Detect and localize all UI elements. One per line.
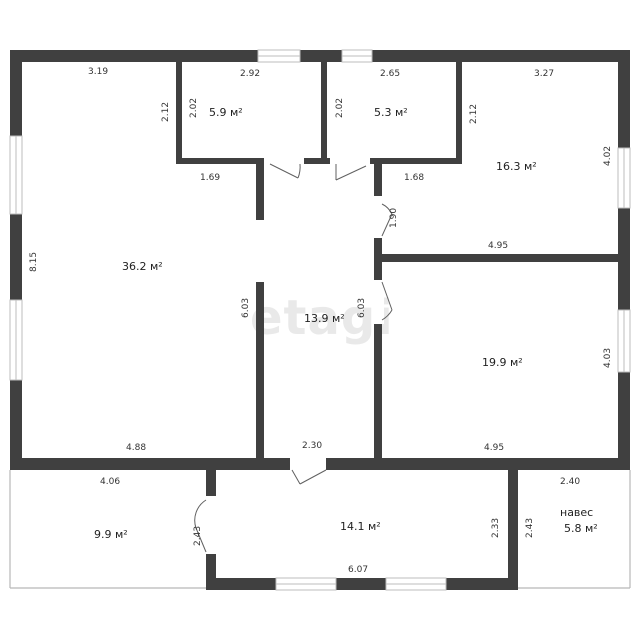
door-bath-b bbox=[335, 164, 367, 181]
window-bottom-right bbox=[385, 577, 447, 591]
dim-bedroom-e-bottom: 4.95 bbox=[484, 443, 504, 453]
dim-bedroom-ne-left: 2.12 bbox=[469, 104, 479, 124]
dim-hall-left: 6.03 bbox=[241, 298, 251, 318]
dimension-labels: 3.19 8.15 4.88 2.12 2.92 2.02 1.69 2.65 … bbox=[29, 67, 613, 575]
window-right-lower bbox=[617, 309, 631, 373]
bedroom-ne-area: 16.3 м² bbox=[496, 160, 537, 173]
window-left-lower bbox=[9, 299, 23, 381]
hall-area: 13.9 м² bbox=[304, 312, 345, 325]
dim-bedroom-e-right: 4.03 bbox=[603, 348, 613, 368]
door-bedroom-e bbox=[381, 281, 393, 321]
dim-bath-a-bottom: 1.69 bbox=[200, 173, 220, 183]
window-top-bath-a bbox=[257, 49, 301, 63]
canopy-name: навес bbox=[560, 506, 593, 519]
dim-living-side: 8.15 bbox=[29, 252, 39, 272]
door-entry bbox=[291, 469, 327, 485]
window-bottom-left bbox=[275, 577, 337, 591]
window-top-bath-b bbox=[341, 49, 373, 63]
dim-living-inner: 2.12 bbox=[161, 102, 171, 122]
dim-bath-b-side: 2.02 bbox=[335, 98, 345, 118]
room-labels: 36.2 м² 5.9 м² 5.3 м² 16.3 м² 13.9 м² 19… bbox=[94, 106, 598, 541]
door-bath-a bbox=[269, 163, 301, 179]
dim-bedroom-ne-door: 1.90 bbox=[389, 208, 399, 228]
dim-canopy-side: 2.43 bbox=[525, 518, 535, 538]
dim-hall-right: 6.03 bbox=[357, 298, 367, 318]
watermark-logo: etagi bbox=[250, 290, 394, 346]
dim-bath-a-top: 2.92 bbox=[240, 69, 260, 79]
dim-bedroom-ne-bottom: 4.95 bbox=[488, 241, 508, 251]
dim-bath-a-side: 2.02 bbox=[189, 98, 199, 118]
dim-bath-b-top: 2.65 bbox=[380, 69, 400, 79]
bathroom-b-area: 5.3 м² bbox=[374, 106, 408, 119]
windows bbox=[9, 49, 631, 591]
entry-area: 14.1 м² bbox=[340, 520, 381, 533]
dim-terrace-top: 4.06 bbox=[100, 477, 120, 487]
dim-living-top: 3.19 bbox=[88, 67, 108, 77]
door-bedroom-ne bbox=[381, 203, 393, 237]
dim-living-bottom: 4.88 bbox=[126, 443, 146, 453]
living-room-area: 36.2 м² bbox=[122, 260, 163, 273]
canopy-area: 5.8 м² bbox=[564, 522, 598, 535]
terrace-area: 9.9 м² bbox=[94, 528, 128, 541]
dim-bedroom-ne-bottomleft: 1.68 bbox=[404, 173, 424, 183]
dim-terrace-side: 2.43 bbox=[193, 526, 203, 546]
dim-entry-bottom: 6.07 bbox=[348, 565, 368, 575]
door-terrace bbox=[194, 499, 207, 553]
bedroom-e-area: 19.9 м² bbox=[482, 356, 523, 369]
bathroom-a-area: 5.9 м² bbox=[209, 106, 243, 119]
doors bbox=[194, 163, 393, 553]
dim-entry-right: 2.33 bbox=[491, 518, 501, 538]
dim-bedroom-ne-right: 4.02 bbox=[603, 146, 613, 166]
window-left-upper bbox=[9, 135, 23, 215]
dim-bedroom-ne-top: 3.27 bbox=[534, 69, 554, 79]
dim-hall-bottom: 2.30 bbox=[302, 441, 322, 451]
window-right-upper bbox=[617, 147, 631, 209]
wall-openings bbox=[204, 157, 384, 554]
dim-canopy-top: 2.40 bbox=[560, 477, 580, 487]
